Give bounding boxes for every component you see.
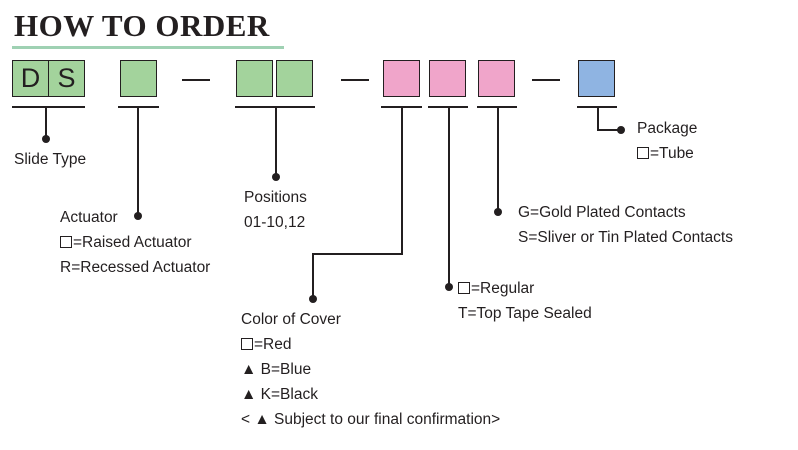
- contacts-option-gold: G=Gold Plated Contacts: [518, 204, 686, 221]
- label-contacts: G=Gold Plated Contacts S=Sliver or Tin P…: [518, 200, 733, 250]
- leader-sealing: [448, 106, 450, 286]
- leader-slide-type: [45, 106, 47, 138]
- triangle-icon: ▲: [241, 386, 261, 403]
- blank-square-icon: [458, 282, 470, 294]
- code-box-contacts: [478, 60, 515, 97]
- leader-dot-actuator: [134, 212, 142, 220]
- cover-note: < ▲ Subject to our final confirmation>: [241, 411, 501, 428]
- label-sealing: =Regular T=Top Tape Sealed: [458, 276, 592, 326]
- blank-square-icon: [60, 236, 72, 248]
- leader-package-h: [597, 129, 619, 131]
- label-actuator: Actuator =Raised Actuator R=Recessed Act…: [60, 205, 210, 280]
- cover-title: Color of Cover: [241, 311, 341, 328]
- leader-dot-package: [617, 126, 625, 134]
- triangle-icon: ▲: [254, 411, 275, 428]
- page-title: HOW TO ORDER: [14, 8, 270, 43]
- code-box-slide-type-1: D: [12, 60, 49, 97]
- cover-option-black: ▲ K=Black: [241, 386, 318, 403]
- leader-dot-slide-type: [42, 135, 50, 143]
- code-box-package: [578, 60, 615, 97]
- code-box-slide-type-2: S: [48, 60, 85, 97]
- separator-dash-1: [182, 79, 210, 81]
- leader-contacts: [497, 106, 499, 215]
- blank-square-icon: [241, 338, 253, 350]
- leader-dot-positions: [272, 173, 280, 181]
- separator-dash-2: [341, 79, 369, 81]
- leader-color-of-cover-h: [312, 253, 403, 255]
- blank-square-icon: [637, 147, 649, 159]
- actuator-option-raised: =Raised Actuator: [60, 230, 210, 255]
- leader-color-of-cover-v2: [312, 253, 314, 299]
- leader-dot-contacts: [494, 208, 502, 216]
- underline-actuator: [118, 106, 159, 108]
- code-box-sealing: [429, 60, 466, 97]
- code-box-positions-1: [236, 60, 273, 97]
- title-underline: [12, 46, 284, 49]
- leader-dot-color-of-cover: [309, 295, 317, 303]
- label-package: Package =Tube: [637, 116, 697, 166]
- label-slide-type: Slide Type: [14, 151, 87, 168]
- underline-slide-type: [12, 106, 85, 108]
- contacts-option-silver: S=Sliver or Tin Plated Contacts: [518, 229, 733, 246]
- leader-package-v: [597, 106, 599, 130]
- label-positions: Positions 01-10,12: [244, 185, 307, 235]
- code-box-positions-2: [276, 60, 313, 97]
- leader-positions: [275, 106, 277, 176]
- positions-title: Positions: [244, 189, 307, 206]
- actuator-option-recessed: R=Recessed Actuator: [60, 259, 211, 276]
- leader-color-of-cover-v1: [401, 106, 403, 254]
- cover-option-red: =Red: [241, 332, 500, 357]
- actuator-title: Actuator: [60, 209, 118, 226]
- code-box-color-of-cover: [383, 60, 420, 97]
- separator-dash-3: [532, 79, 560, 81]
- triangle-icon: ▲: [241, 361, 261, 378]
- package-option-tube: =Tube: [637, 141, 697, 166]
- sealing-option-top-tape: T=Top Tape Sealed: [458, 305, 592, 322]
- positions-range: 01-10,12: [244, 214, 306, 231]
- leader-dot-sealing: [445, 283, 453, 291]
- code-box-actuator: [120, 60, 157, 97]
- leader-actuator: [137, 106, 139, 216]
- label-color-of-cover: Color of Cover =Red ▲ B=Blue ▲ K=Black <…: [241, 307, 500, 432]
- cover-option-blue: ▲ B=Blue: [241, 361, 312, 378]
- package-title: Package: [637, 120, 698, 137]
- sealing-option-regular: =Regular: [458, 276, 592, 301]
